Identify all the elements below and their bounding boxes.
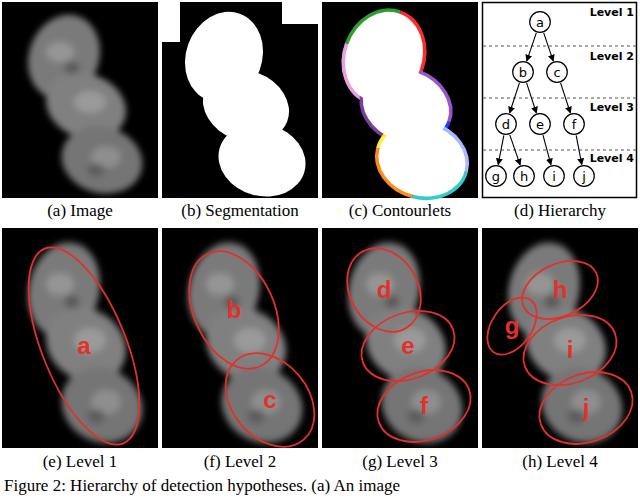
hypothesis-letter: a [77,332,90,360]
level-label: Level 4 [566,152,634,165]
detection-ellipse: h [520,264,600,316]
tree-arrow [561,83,571,113]
hypothesis-letter: f [420,392,428,420]
subfigure-caption: (e) Level 1 [2,452,158,472]
node-letter: a [536,15,544,30]
hypothesis-ellipse [367,358,480,455]
hierarchy-node: h [513,165,535,187]
detection-ellipse: a [42,241,126,451]
segmentation-panel [162,1,318,206]
detection-ellipse: c [232,348,308,452]
hierarchy-node: d [495,113,517,135]
tree-arrow [527,33,536,61]
hypothesis-letter: i [567,336,574,364]
hypothesis-letter: d [377,276,392,304]
hypothesis-letter: j [583,394,590,422]
node-circle [530,114,551,135]
node-circle [496,114,517,135]
node-letter: h [520,169,528,184]
detection-ellipse: j [538,374,634,442]
subfigure-caption: (h) Level 4 [482,452,638,472]
tree-arrow [544,33,553,61]
hierarchy-node: j [573,165,595,187]
hypothesis-letter: g [505,312,520,340]
node-letter: g [492,169,500,184]
hierarchy-node: e [529,113,551,135]
image-panel [322,228,478,453]
hierarchy-node: g [485,165,507,187]
tree-arrow [527,83,537,113]
hypothesis-ellipse [477,288,546,363]
node-circle [574,166,595,187]
hypothesis-ellipse [333,235,436,345]
subfigure-caption: (c) Contourlets [322,201,478,221]
hierarchy-node: b [512,61,534,83]
image-panel [162,228,318,453]
tree-arrow [510,83,520,113]
node-circle [486,166,507,187]
subfigure-caption: (b) Segmentation [162,201,318,221]
hypothesis-ellipse [352,299,465,394]
hypothesis-letter: c [263,386,276,414]
hierarchy-node: c [546,61,568,83]
level-label: Level 1 [566,6,634,19]
hypothesis-ellipse [529,360,640,457]
hierarchy-node: f [563,113,585,135]
level-label: Level 3 [566,101,634,114]
node-letter: b [519,65,527,80]
node-letter: i [552,169,556,184]
tree-arrow [543,135,551,165]
node-letter: c [553,65,560,80]
detection-ellipse: f [376,372,472,440]
subfigure-caption: (g) Level 3 [322,452,478,472]
hypothesis-letter: e [401,332,414,360]
node-circle [544,166,565,187]
node-circle [564,114,585,135]
level-label: Level 2 [566,50,634,63]
hypothesis-ellipse [207,336,332,465]
hierarchy-node: a [529,11,551,33]
node-letter: e [536,117,544,132]
subfigure-caption: (a) Image [2,201,158,221]
node-letter: j [582,169,586,184]
node-circle [513,62,534,83]
node-letter: f [572,117,577,132]
tree-arrow [576,135,582,164]
tree-arrow [498,135,504,164]
contourlet-panel [322,1,478,206]
node-circle [547,62,568,83]
image-panel [482,228,638,453]
hypothesis-ellipse [6,233,163,459]
tree-arrow [510,135,520,165]
hypothesis-letter: b [227,296,242,324]
image-panel [2,2,158,202]
hypothesis-ellipse [514,303,627,398]
node-circle [514,166,535,187]
subfigure-caption: (f) Level 2 [162,452,318,472]
detection-ellipse: e [360,313,456,379]
hierarchy-frame [483,3,637,198]
node-letter: d [502,117,510,132]
hypothesis-ellipse [172,237,297,383]
hierarchy-node: i [543,165,565,187]
subfigure-caption: (d) Hierarchy [482,201,638,221]
figure-caption: Figure 2: Hierarchy of detection hypothe… [4,476,400,496]
node-circle [530,12,551,33]
hypothesis-letter: h [553,276,568,304]
